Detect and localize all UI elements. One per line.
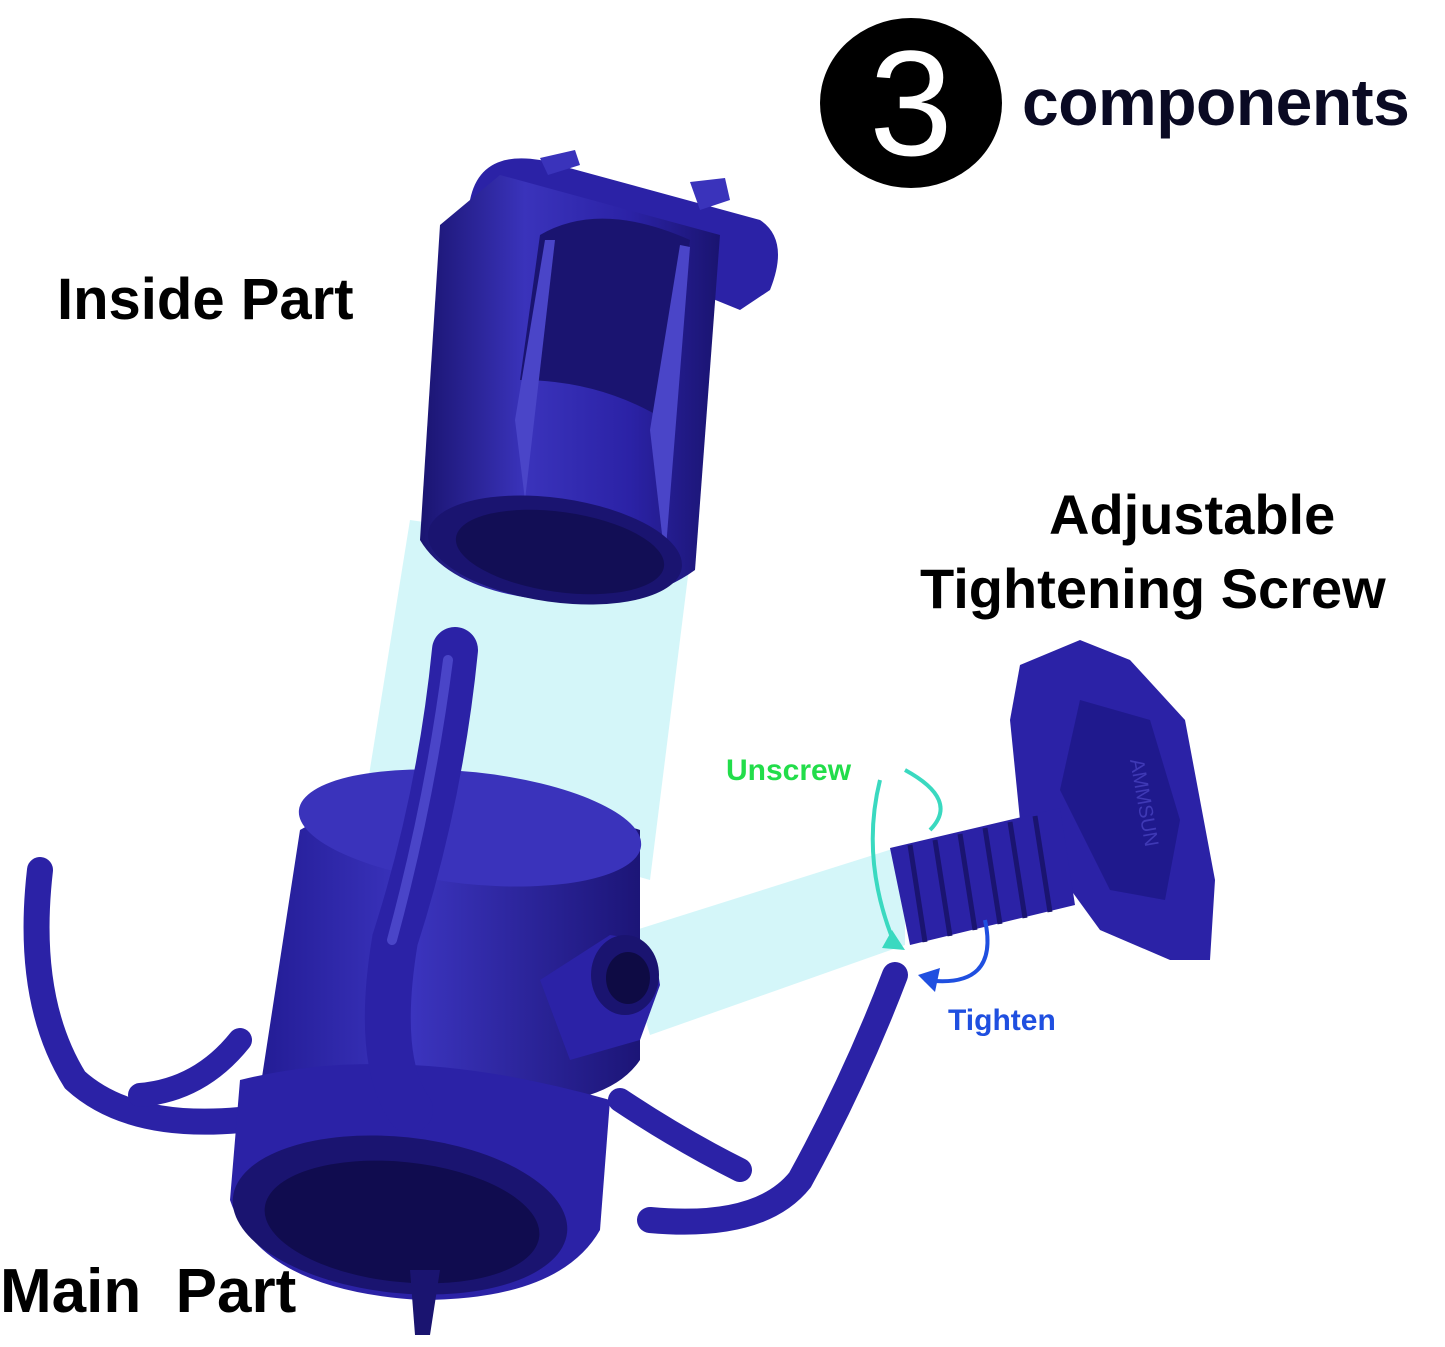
- main-part-label: Main Part: [0, 1257, 297, 1326]
- horizontal-guide-beam: [620, 845, 905, 1035]
- screw-label-line2: Tightening Screw: [920, 557, 1386, 620]
- unscrew-label: Unscrew: [726, 754, 852, 787]
- unscrew-arrow: [870, 768, 943, 946]
- tighten-arrow: [924, 919, 990, 984]
- screw-label-line1: Adjustable: [1049, 483, 1336, 546]
- tighten-label: Tighten: [948, 1004, 1056, 1037]
- inside-part-sleeve: [420, 150, 778, 605]
- rotation-arrows: [870, 768, 990, 992]
- main-part-anchor: [23, 627, 908, 1335]
- component-count-number: 3: [869, 19, 953, 187]
- components-headline: components: [1022, 65, 1410, 139]
- inside-part-label: Inside Part: [57, 267, 354, 332]
- component-count-badge: 3: [820, 18, 1002, 188]
- tightening-screw: AMMSUN: [890, 640, 1215, 960]
